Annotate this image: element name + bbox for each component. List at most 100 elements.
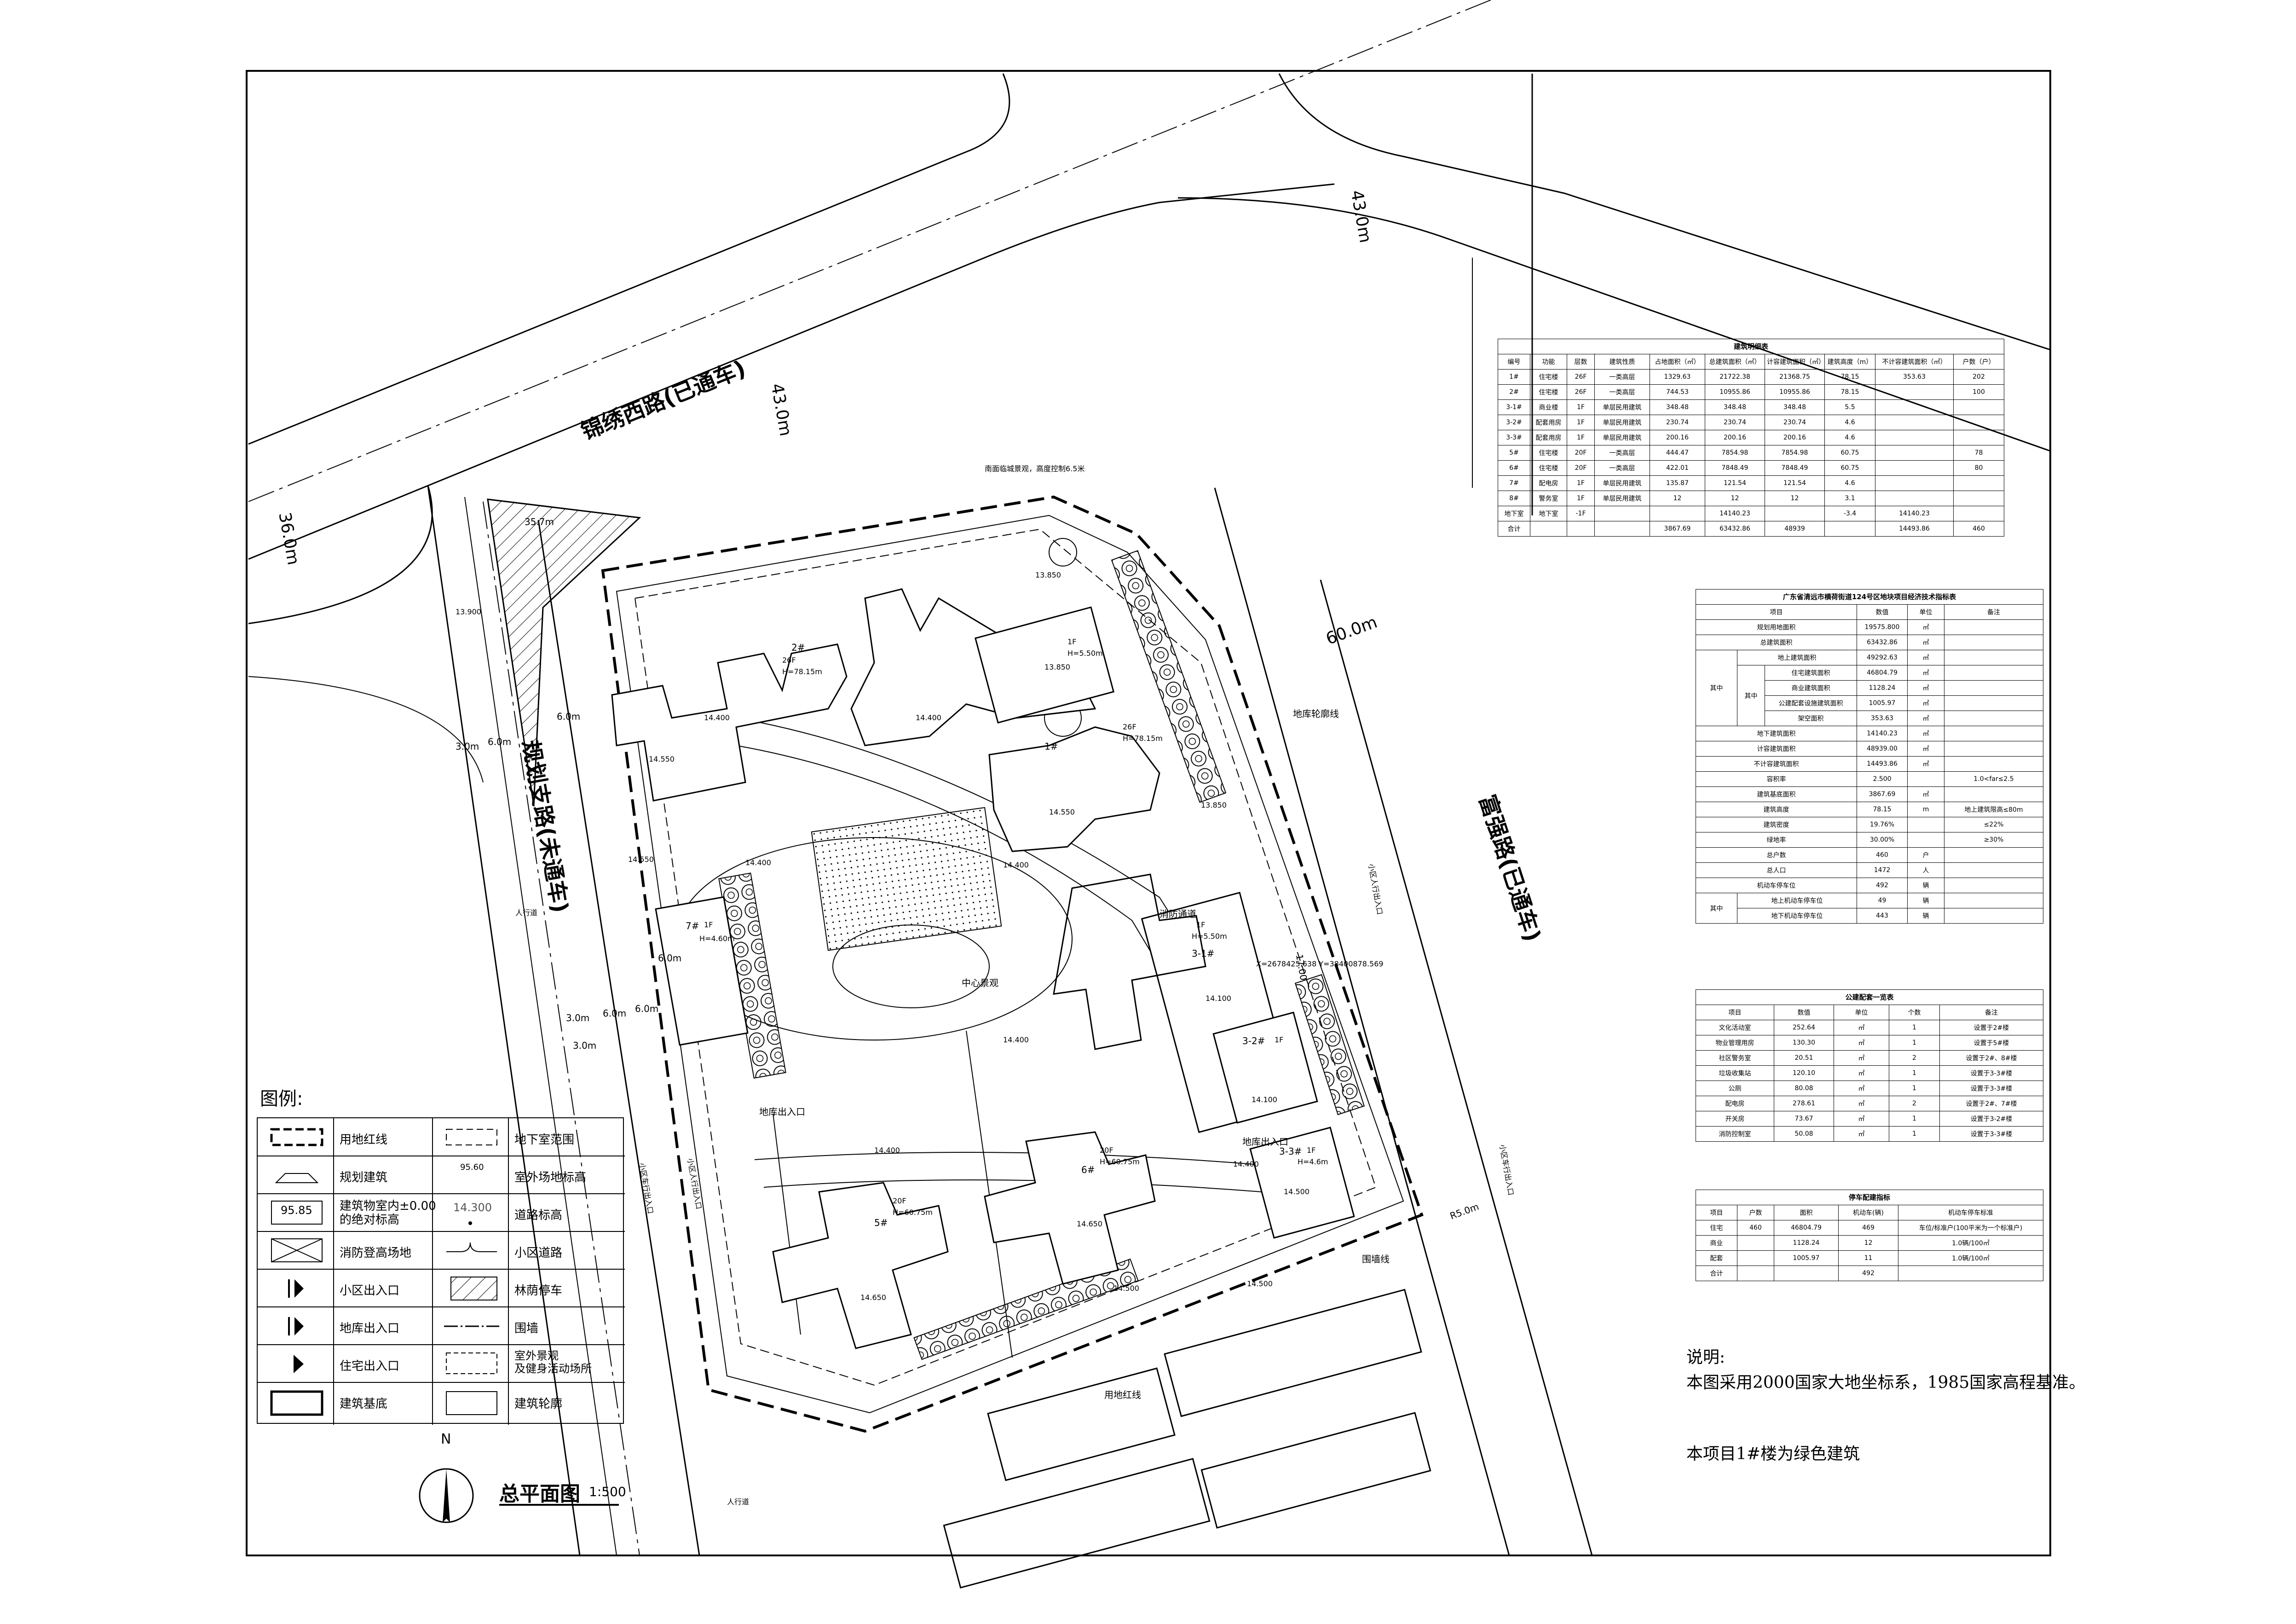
- table-cell: 住宅: [1696, 1220, 1737, 1236]
- sym-basement: [446, 1129, 497, 1145]
- table-cell: ㎡: [1907, 650, 1945, 665]
- site-boundary: [601, 495, 1424, 1433]
- table-cell: [1875, 430, 1954, 445]
- dim-3m-c: 3.0m: [573, 1040, 597, 1051]
- table-cell: 30.00%: [1857, 832, 1908, 848]
- table-cell: [1824, 521, 1875, 537]
- bldg-1-id: 1#: [1044, 741, 1058, 752]
- elev-9: 14.500: [1247, 1279, 1273, 1288]
- table-cell: 2: [1889, 1050, 1940, 1066]
- table-cell: 6#: [1498, 460, 1530, 476]
- bldg-1-h: H=78.15m: [1123, 734, 1163, 743]
- table-cell: 公建配套设施建筑面积: [1764, 695, 1858, 711]
- table-cell: 1: [1889, 1020, 1940, 1035]
- bldg-3-2-id: 3-2#: [1242, 1035, 1265, 1046]
- table-cell: ㎡: [1834, 1126, 1889, 1142]
- table-cell: [1875, 399, 1954, 415]
- table-cell: 商业建筑面积: [1764, 680, 1858, 696]
- table-cell: 49: [1857, 893, 1908, 908]
- table-cell: ㎡: [1907, 711, 1945, 726]
- table-cell: 200.16: [1650, 430, 1705, 445]
- dim-3m-b: 3.0m: [566, 1012, 590, 1023]
- elev-5: 13.900: [456, 607, 481, 616]
- table-cell: 配套: [1696, 1250, 1737, 1266]
- table-cell: 人: [1907, 862, 1945, 878]
- table-cell: 1F: [1567, 430, 1595, 445]
- table-cell: 14140.23: [1857, 726, 1908, 741]
- bldg-1f-h: H=5.50m: [1067, 649, 1103, 658]
- table-cell: 1: [1889, 1111, 1940, 1127]
- bldg-2-floors: 26F: [782, 656, 796, 665]
- table-cell: [1953, 430, 2004, 445]
- table-cell: 设置于3-3#楼: [1939, 1065, 2043, 1081]
- table-cell: [1944, 862, 2044, 878]
- label-fire-road: 消防通道: [1160, 908, 1196, 919]
- table-cell: [1898, 1266, 2043, 1281]
- table-cell: 地下机动车停车位: [1736, 908, 1858, 924]
- table-cell: 1F: [1567, 491, 1595, 506]
- table-cell: 7848.49: [1765, 460, 1825, 476]
- table-cell: 49292.63: [1857, 650, 1908, 665]
- table-cell: [1953, 415, 2004, 430]
- bldg-1-top: 14.550: [1049, 808, 1075, 816]
- table_parking-header-4: 机动车停车标准: [1898, 1205, 2043, 1220]
- table-cell: 1.0<far≤2.5: [1944, 771, 2044, 787]
- bldg-6-floors: 20F: [1100, 1146, 1113, 1155]
- table-cell: 地上建筑面积: [1736, 650, 1858, 665]
- table-cell: 460: [1737, 1220, 1774, 1236]
- table-cell: 配电房: [1696, 1096, 1774, 1111]
- table_buildings-header-8: 不计容建筑面积（㎡）: [1875, 354, 1954, 370]
- table-cell: [1875, 460, 1954, 476]
- table-cell: [1907, 817, 1945, 832]
- table-buildings: 建筑明细表 编号功能层数建筑性质占地面积（㎡）总建筑面积（㎡）计容建筑面积（㎡）…: [1498, 339, 2004, 537]
- title-underline: [499, 1504, 619, 1506]
- table-cell: [1594, 521, 1650, 537]
- table-cell: 20F: [1567, 445, 1595, 461]
- elev-12: 14.400: [874, 1146, 900, 1155]
- buildings: [611, 588, 1355, 1349]
- table-cell: 1329.63: [1650, 369, 1705, 385]
- legend-item-2-val: 95.85: [281, 1204, 312, 1217]
- table-cell: [1944, 847, 2044, 863]
- bldg-1f-floors: 1F: [1067, 637, 1077, 646]
- table-cell: 80: [1953, 460, 2004, 476]
- table-cell: 460: [1953, 521, 2004, 537]
- table-cell: 12: [1838, 1235, 1898, 1251]
- table-cell: ㎡: [1907, 756, 1945, 772]
- table-cell: 1: [1889, 1126, 1940, 1142]
- table-cell: ㎡: [1907, 695, 1945, 711]
- table-indicators-header-3: 备注: [1944, 604, 2044, 620]
- label-coord: X=2678425.638 Y=38400878.569: [1256, 959, 1384, 968]
- dim-6m-a: 6.0m: [488, 736, 512, 747]
- table-cell: 配套用房: [1530, 415, 1567, 430]
- table-cell: 444.47: [1650, 445, 1705, 461]
- table-parking-header: 项目户数面积机动车(辆)机动车停车标准: [1696, 1205, 2043, 1220]
- table-cell: 单层民用建筑: [1594, 475, 1650, 491]
- table-cell: [1875, 445, 1954, 461]
- table-cell: 63432.86: [1857, 635, 1908, 650]
- table-cell: ㎡: [1907, 635, 1945, 650]
- table-cell: 4.6: [1824, 415, 1875, 430]
- elev-1: 14.400: [704, 713, 730, 722]
- table-cell: 地下建筑面积: [1695, 726, 1858, 741]
- table-indicators-header-2: 单位: [1907, 604, 1945, 620]
- table-cell: 252.64: [1774, 1020, 1834, 1035]
- table-cell: [1737, 1266, 1774, 1281]
- table-cell: 配套用房: [1530, 430, 1567, 445]
- table-cell: 20F: [1567, 460, 1595, 476]
- table-cell: 地上建筑限高≤80m: [1944, 802, 2044, 817]
- table-cell: 80.08: [1774, 1081, 1834, 1096]
- table-cell: 78.15: [1824, 369, 1875, 385]
- bldg-2-id: 2#: [791, 642, 805, 653]
- building-1f: [975, 606, 1114, 724]
- legend-item-6-right: 室外景观 及健身活动场所: [514, 1349, 592, 1375]
- table-cell: 353.63: [1857, 711, 1908, 726]
